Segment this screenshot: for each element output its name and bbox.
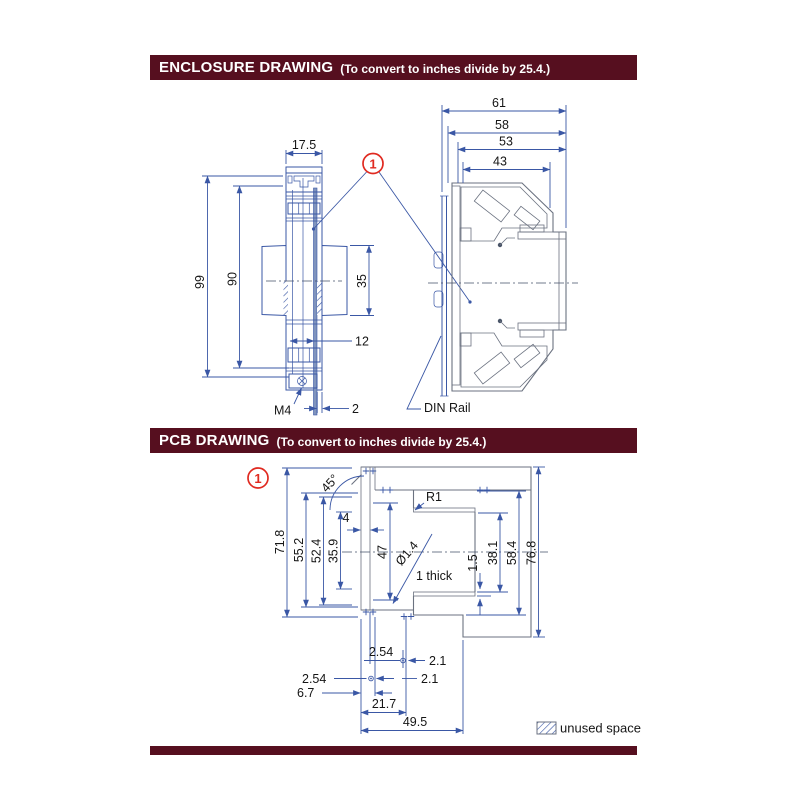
pcb-thin-strip-bottom (413, 591, 476, 597)
pcb-note: (To convert to inches divide by 25.4.) (276, 434, 487, 449)
hatch-swatch-icon (536, 721, 557, 735)
dim-pcb-overall-left: 71.8 (273, 530, 287, 554)
dim-pcb-15: 1.5 (466, 554, 480, 571)
pcb-edge-in-enclosure (313, 187, 318, 416)
pcb-header: PCB DRAWING (To convert to inches divide… (150, 428, 637, 453)
dim-pcb-35: 35.9 (327, 539, 341, 563)
dim-pcb-52: 52.4 (310, 539, 324, 563)
legend-label: unused space (560, 721, 641, 736)
dim-217: 21.7 (372, 697, 396, 711)
dim-pcb-offset: 2 (352, 402, 359, 416)
callout-1-pcb-label: 1 (254, 471, 261, 486)
dim-pcb-overall-width: 49.5 (403, 715, 427, 729)
dim-67: 6.7 (297, 686, 314, 700)
terminal-block-bottom (460, 332, 548, 388)
dim-depth-3: 53 (499, 135, 513, 149)
dim-offset-bottom: 2.1 (421, 672, 438, 686)
pcb-drawing-view: 45° R1 4 47 Ø1.4 1 thick 71.8 (247, 466, 548, 734)
enclosure-title: ENCLOSURE DRAWING (159, 59, 334, 76)
din-latch-front (293, 175, 315, 188)
dim-pitch-top: 2.54 (369, 645, 393, 659)
dim-front-width-inner: 12 (355, 335, 369, 349)
dim-rail-height: 35 (355, 274, 369, 288)
dim-pcb-38: 38.1 (486, 541, 500, 565)
callout-1-label: 1 (369, 157, 376, 172)
enclosure-shell (451, 182, 567, 392)
label-m4: M4 (274, 404, 291, 418)
din-rail-band-right (321, 244, 348, 317)
enclosure-note: (To convert to inches divide by 25.4.) (340, 61, 551, 76)
dim-depth-total: 61 (492, 96, 506, 110)
dim-strip-width: 4 (343, 511, 350, 525)
m4-screw (297, 376, 307, 386)
label-din-rail: DIN Rail (424, 401, 471, 415)
note-thickness: 1 thick (416, 569, 453, 583)
enclosure-header: ENCLOSURE DRAWING (To convert to inches … (150, 55, 637, 80)
dim-front-height-total: 99 (193, 275, 207, 289)
enclosure-side-view: 61 58 53 43 DIN Rail (406, 96, 578, 415)
din-rail-band-left (261, 244, 287, 317)
callout-circle-1 (362, 152, 384, 175)
back-wall (451, 185, 461, 386)
dim-hole-dia: Ø1.4 (393, 539, 421, 569)
legend: unused space (536, 721, 641, 736)
dim-pcb-overall-right: 76.8 (525, 541, 539, 565)
dim-pitch-bottom: 2.54 (302, 672, 326, 686)
pcb-title: PCB DRAWING (159, 432, 270, 449)
dim-front-height-inner: 90 (226, 272, 240, 286)
dim-strip-height: 47 (376, 545, 390, 559)
edge-ticks (362, 467, 491, 620)
dim-depth-4: 43 (493, 155, 507, 169)
dim-chamfer-angle: 45° (319, 472, 342, 495)
dim-pcb-58: 58.4 (505, 541, 519, 565)
pcb-unused-strip (360, 466, 371, 611)
din-rail-profile (433, 195, 449, 397)
dim-fillet: R1 (426, 490, 442, 504)
bottom-bar (150, 746, 637, 755)
dim-front-width: 17.5 (292, 138, 316, 152)
dim-offset-top: 2.1 (429, 654, 446, 668)
enclosure-front-view: 17.5 99 90 35 12 M4 2 (193, 138, 472, 418)
dim-pcb-55: 55.2 (292, 538, 306, 562)
callout-circle-1-pcb (247, 467, 269, 489)
pcb-thin-strip-top (413, 507, 476, 513)
dim-depth-2: 58 (495, 118, 509, 132)
